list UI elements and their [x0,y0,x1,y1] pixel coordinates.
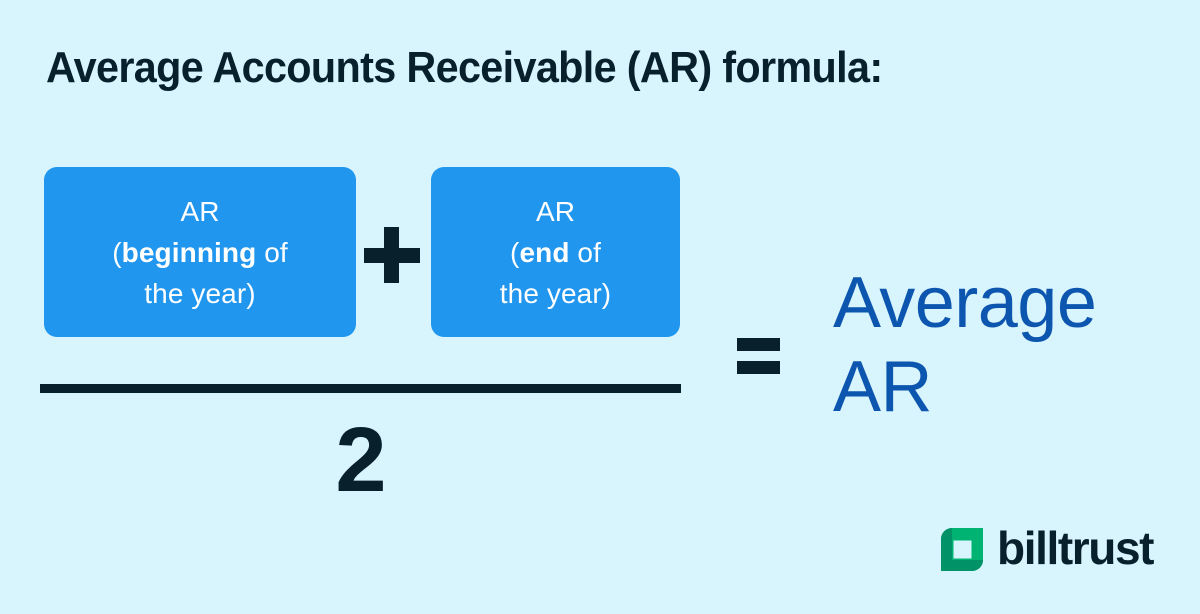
billtrust-wordmark: billtrust [997,522,1154,574]
page-title: Average Accounts Receivable (AR) formula… [46,43,883,92]
plus-operator-icon [364,227,420,283]
equals-top-bar [737,338,780,351]
ar-beginning-line2-prefix: ( [112,236,122,268]
ar-end-line2-prefix: ( [510,236,520,268]
ar-beginning-line2-bold: beginning [121,236,257,268]
plus-vertical-bar [384,227,399,283]
fraction-bar [40,384,681,393]
ar-beginning-box: AR (beginning of the year) [44,167,356,337]
billtrust-mark-icon [941,527,983,571]
ar-beginning-line3: the year) [144,277,256,309]
ar-end-text: AR (end of the year) [490,191,621,314]
formula-result: Average AR [833,261,1133,429]
equals-operator-icon [737,338,780,374]
ar-beginning-line1: AR [180,195,220,227]
ar-beginning-text: AR (beginning of the year) [102,191,298,314]
ar-end-line3: the year) [499,277,612,309]
fraction-denominator: 2 [335,409,386,511]
ar-end-box: AR (end of the year) [431,167,680,337]
result-line2: AR [833,347,933,427]
billtrust-logo: billtrust [941,522,1154,574]
ar-end-line2-suffix: of [569,236,601,268]
equals-bottom-bar [737,361,780,374]
result-line1: Average [833,263,1097,343]
ar-end-line1: AR [535,195,576,227]
ar-end-line2-bold: end [519,236,570,268]
ar-beginning-line2-suffix: of [256,236,288,268]
